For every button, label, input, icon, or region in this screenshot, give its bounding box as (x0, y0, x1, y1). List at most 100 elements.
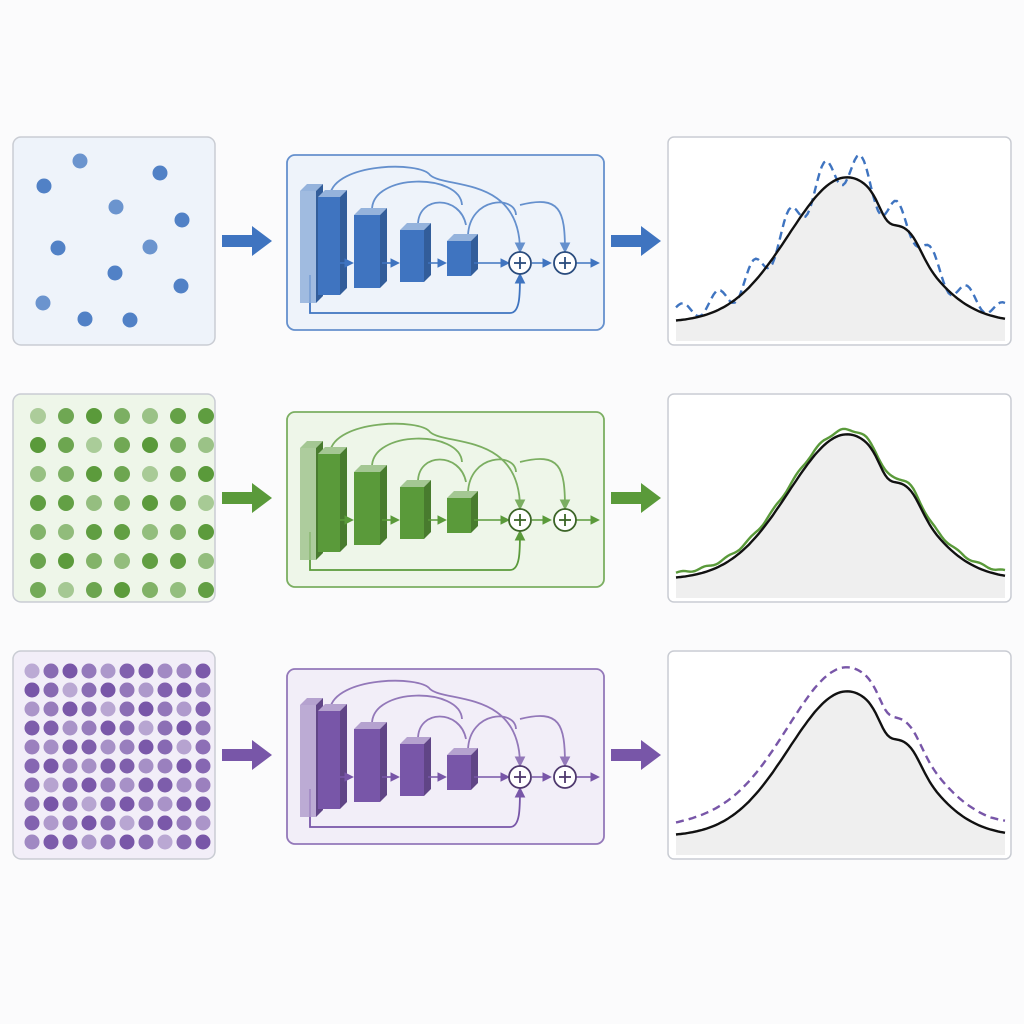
layer-block-top (447, 748, 478, 755)
layer-block-top (447, 234, 478, 241)
layer-block-top (300, 441, 323, 448)
sample-point (119, 815, 135, 831)
layer-block-top (400, 480, 431, 487)
sample-point (157, 758, 173, 774)
skip-connection (417, 715, 467, 740)
sample-point (142, 582, 158, 598)
layer-block-side (340, 190, 347, 295)
sample-point (30, 553, 46, 569)
sample-point (170, 553, 186, 569)
sample-point (100, 777, 116, 793)
layer-block-top (400, 737, 431, 744)
sample-point (81, 758, 97, 774)
layer-block-top (447, 491, 478, 498)
sample-point (81, 777, 97, 793)
sample-point (119, 739, 135, 755)
sample-point (114, 466, 130, 482)
skip-connection (467, 458, 517, 493)
sample-point (138, 834, 154, 850)
sample-point (138, 663, 154, 679)
sample-point (198, 466, 214, 482)
residual-connection (309, 272, 526, 314)
sample-point (173, 278, 189, 294)
sample-point (119, 663, 135, 679)
sample-point (157, 796, 173, 812)
sample-point (138, 720, 154, 736)
sample-point (81, 739, 97, 755)
reference-area (676, 691, 1005, 855)
layer-block (400, 230, 424, 282)
sample-point (58, 437, 74, 453)
sample-point (81, 720, 97, 736)
sample-point (114, 524, 130, 540)
sample-point (176, 739, 192, 755)
sample-point (58, 495, 74, 511)
sample-point (198, 524, 214, 540)
sample-point (176, 720, 192, 736)
sample-point (81, 663, 97, 679)
sample-point (195, 796, 211, 812)
sample-point (114, 437, 130, 453)
sample-point (100, 701, 116, 717)
layer-block-side (471, 234, 478, 276)
sample-point (58, 524, 74, 540)
sample-point (114, 553, 130, 569)
sample-point (170, 437, 186, 453)
sample-point (176, 663, 192, 679)
sample-point (195, 720, 211, 736)
sample-point (142, 437, 158, 453)
sample-point (152, 165, 168, 181)
sample-point (142, 466, 158, 482)
sample-point (24, 758, 40, 774)
sample-point (43, 739, 59, 755)
sample-point (176, 777, 192, 793)
pipeline-row-sparse (12, 136, 1012, 346)
sample-point (100, 758, 116, 774)
prediction-curve (675, 427, 1006, 574)
pipeline-row-dense (12, 650, 1012, 860)
sample-point (30, 495, 46, 511)
sample-point (195, 758, 211, 774)
layer-block-top (400, 223, 431, 230)
layer-block-side (380, 465, 387, 545)
sample-point (100, 739, 116, 755)
sample-point (43, 682, 59, 698)
arrow-right-icon (611, 483, 661, 513)
arrow-right-icon (222, 226, 272, 256)
sample-point (114, 582, 130, 598)
pipeline-row-medium (12, 393, 1012, 603)
sample-point (43, 663, 59, 679)
sample-point (100, 663, 116, 679)
sample-point (195, 663, 211, 679)
arrow-right-icon (611, 740, 661, 770)
sample-point (114, 495, 130, 511)
sample-point (170, 582, 186, 598)
sample-point (176, 815, 192, 831)
layer-block (300, 448, 316, 560)
sample-point (170, 524, 186, 540)
sample-point (198, 553, 214, 569)
pipeline-rows (12, 136, 1012, 860)
sample-point (100, 682, 116, 698)
sample-point (138, 758, 154, 774)
layer-block (400, 487, 424, 539)
sample-point (176, 834, 192, 850)
sample-point (138, 815, 154, 831)
sample-point (142, 408, 158, 424)
sample-point (170, 408, 186, 424)
layer-block-top (354, 208, 387, 215)
reference-curve (675, 690, 1006, 836)
skip-connection (329, 165, 526, 254)
sample-point (138, 777, 154, 793)
sample-point (86, 524, 102, 540)
input-panel (12, 136, 216, 346)
sample-point (62, 663, 78, 679)
sample-point (195, 815, 211, 831)
layer-block (318, 454, 340, 552)
layer-block-side (380, 208, 387, 288)
sample-point (195, 777, 211, 793)
sample-point (24, 739, 40, 755)
arrow-right-icon (611, 226, 661, 256)
sample-point (157, 682, 173, 698)
sample-point (157, 663, 173, 679)
